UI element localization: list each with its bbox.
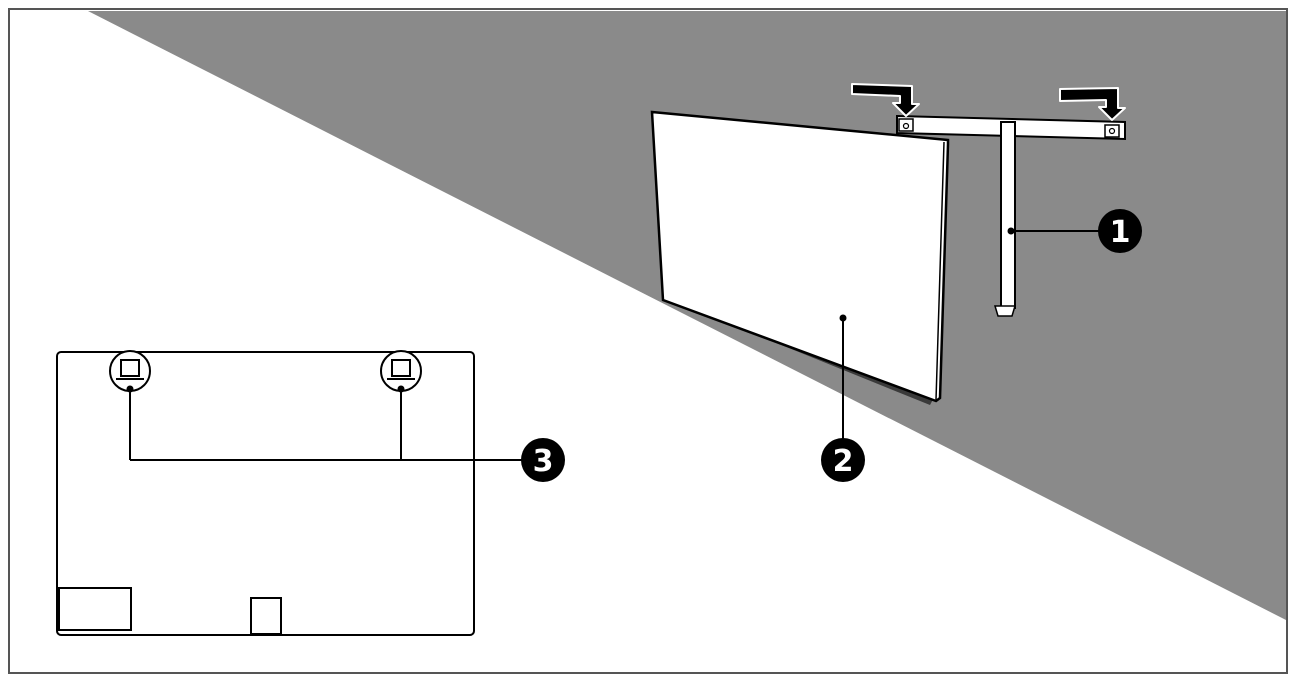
bracket-vertical-arm (1000, 121, 1016, 309)
callout-badge (1098, 209, 1142, 253)
tv-rear-view (56, 350, 475, 636)
callout-1: 1 (1007, 209, 1142, 253)
wall-surface (88, 11, 1286, 620)
callout-3: 3 (126, 385, 565, 482)
callout-number: 1 (1110, 215, 1131, 250)
tv-panel (650, 110, 950, 403)
mount-hook-icon (109, 350, 151, 392)
mount-hook-icon (898, 118, 914, 132)
callout-badge (521, 438, 565, 482)
callout-number: 3 (533, 444, 554, 479)
mount-hook-icon (1104, 124, 1120, 138)
callout-number: 2 (833, 444, 854, 479)
bracket-foot (993, 305, 1017, 317)
arrow-down-icon (851, 83, 920, 117)
arrow-down-icon (1059, 87, 1126, 121)
callout-2: 2 (821, 314, 865, 482)
mount-hook-icon (380, 350, 422, 392)
rear-port-panel (58, 587, 132, 631)
callout-badge (821, 438, 865, 482)
rear-stand-slot (250, 597, 282, 635)
wall-mount-bracket (896, 114, 1126, 317)
